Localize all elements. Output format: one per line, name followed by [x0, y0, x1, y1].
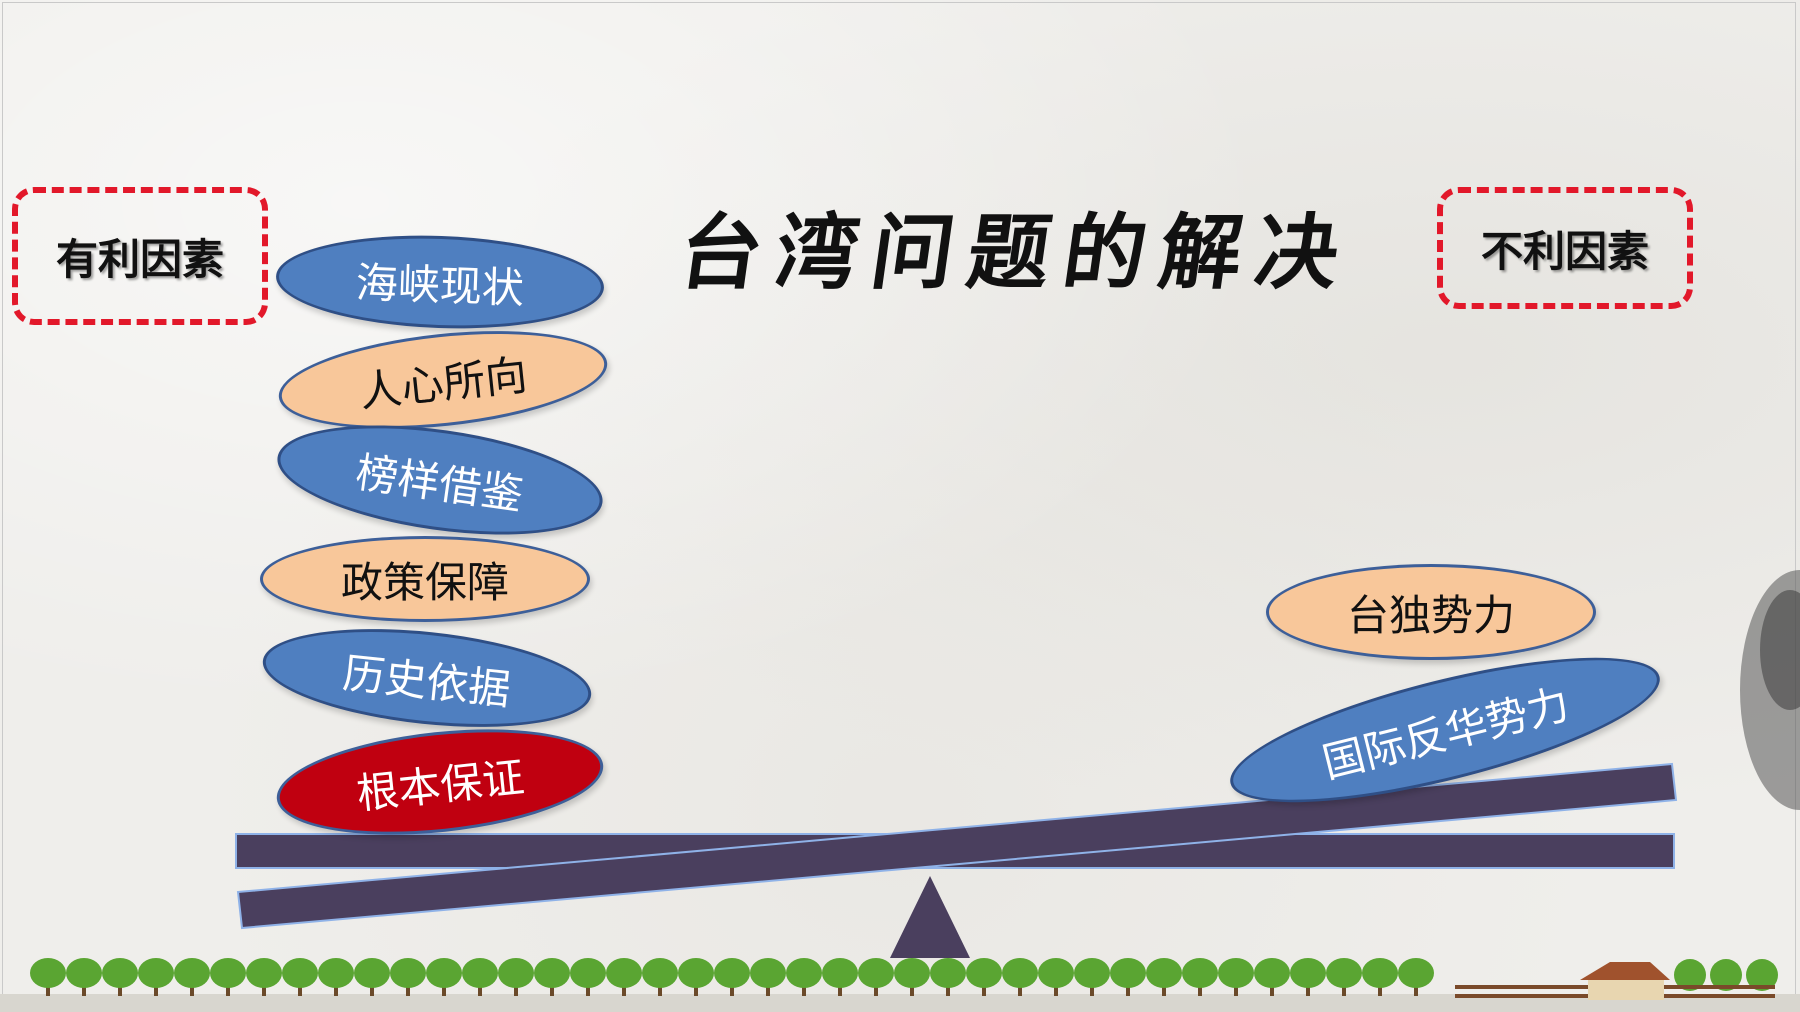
tree-trunk — [406, 984, 410, 996]
tree-trunk — [910, 984, 914, 996]
tree-trunk — [1126, 984, 1130, 996]
tree-crown — [318, 958, 354, 988]
tree-trunk — [478, 984, 482, 996]
tree-trunk — [874, 984, 878, 996]
tree-trunk — [1162, 984, 1166, 996]
tree-crown — [822, 958, 858, 988]
tree-crown — [426, 958, 462, 988]
tree-crown — [1254, 958, 1290, 988]
tree-crown — [498, 958, 534, 988]
cottage — [1580, 962, 1670, 1000]
tree-crown — [1710, 959, 1742, 991]
tree-crown — [1002, 958, 1038, 988]
tree-trunk — [262, 984, 266, 996]
tree-crown — [534, 958, 570, 988]
tree-crown — [282, 958, 318, 988]
tree-crown — [930, 958, 966, 988]
tree-trunk — [1198, 984, 1202, 996]
tree-trunk — [334, 984, 338, 996]
tree-crown — [678, 958, 714, 988]
tree-crown — [1218, 958, 1254, 988]
tree-trunk — [190, 984, 194, 996]
seesaw-tilted-beam — [236, 762, 1678, 930]
tree-trunk — [1378, 984, 1382, 996]
tree-trunk — [802, 984, 806, 996]
tree-crown — [210, 958, 246, 988]
tree-crown — [462, 958, 498, 988]
tree-crown — [102, 958, 138, 988]
tree-crown — [1074, 958, 1110, 988]
tree-trunk — [1090, 984, 1094, 996]
tree-crown — [30, 958, 66, 988]
tree-crown — [138, 958, 174, 988]
tree-trunk — [46, 984, 50, 996]
pill-taiwan-independence: 台独势力 — [1266, 564, 1596, 660]
tree-crown — [390, 958, 426, 988]
tree-trunk — [118, 984, 122, 996]
tree-trunk — [1054, 984, 1058, 996]
tree-line — [30, 958, 1778, 996]
tree-crown — [1398, 958, 1434, 988]
tree-crown — [642, 958, 678, 988]
tree-crown — [246, 958, 282, 988]
tree-crown — [1290, 958, 1326, 988]
tree-crown — [786, 958, 822, 988]
tree-trunk — [82, 984, 86, 996]
tree-crown — [1110, 958, 1146, 988]
tree-crown — [570, 958, 606, 988]
tree-trunk — [694, 984, 698, 996]
tree-trunk — [730, 984, 734, 996]
tree-trunk — [658, 984, 662, 996]
tree-trunk — [982, 984, 986, 996]
tree-crown — [1746, 959, 1778, 991]
tree-crown — [966, 958, 1002, 988]
tree-crown — [174, 958, 210, 988]
tree-crown — [66, 958, 102, 988]
tree-trunk — [622, 984, 626, 996]
tree-trunk — [550, 984, 554, 996]
tree-crown — [1674, 959, 1706, 991]
tree-trunk — [154, 984, 158, 996]
tree-trunk — [370, 984, 374, 996]
tree-trunk — [946, 984, 950, 996]
tree-crown — [714, 958, 750, 988]
tree-trunk — [442, 984, 446, 996]
tree-trunk — [1234, 984, 1238, 996]
tree-trunk — [298, 984, 302, 996]
tree-crown — [606, 958, 642, 988]
tree-crown — [858, 958, 894, 988]
favorable-factors-label: 有利因素 — [12, 187, 268, 325]
tree-trunk — [1342, 984, 1346, 996]
tree-crown — [1362, 958, 1398, 988]
tree-crown — [1326, 958, 1362, 988]
tree-trunk — [838, 984, 842, 996]
tree-trunk — [1306, 984, 1310, 996]
tree-crown — [354, 958, 390, 988]
tree-trunk — [1270, 984, 1274, 996]
slide-title: 台湾问题的解决 — [673, 205, 1359, 301]
tree-crown — [1182, 958, 1218, 988]
tree-trunk — [1018, 984, 1022, 996]
tree-trunk — [514, 984, 518, 996]
unfavorable-factors-label: 不利因素 — [1437, 187, 1693, 309]
tree-crown — [1146, 958, 1182, 988]
tree-crown — [894, 958, 930, 988]
seesaw-fulcrum — [890, 876, 970, 958]
pill-policy-guarantee: 政策保障 — [260, 536, 590, 622]
tree-trunk — [766, 984, 770, 996]
tree-crown — [750, 958, 786, 988]
tree-crown — [1038, 958, 1074, 988]
tree-trunk — [586, 984, 590, 996]
tree-trunk — [226, 984, 230, 996]
tree-trunk — [1414, 984, 1418, 996]
ground-strip — [0, 994, 1800, 1012]
